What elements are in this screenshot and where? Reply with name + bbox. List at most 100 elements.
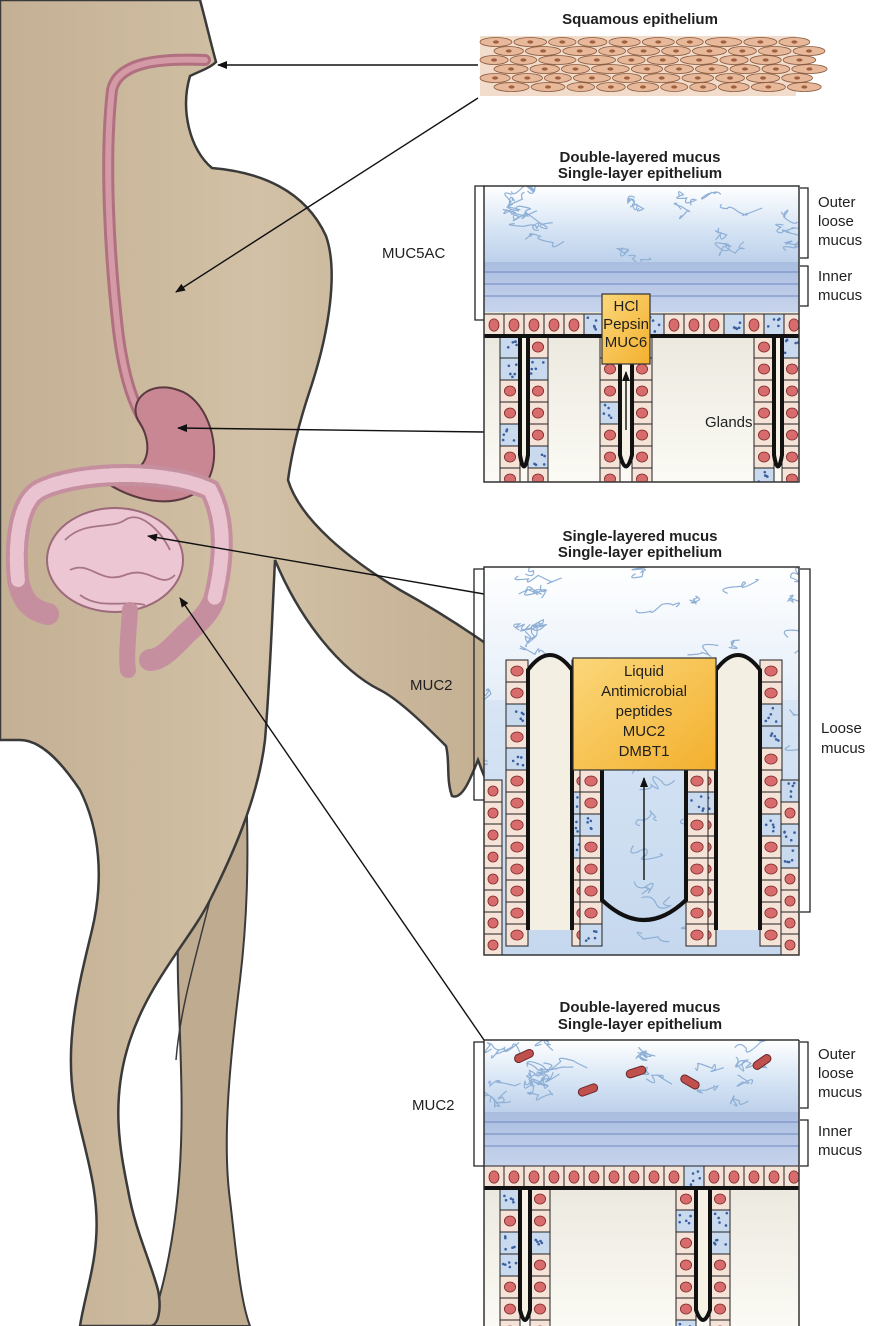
nucleus <box>636 408 647 418</box>
stomach-inner-2: mucus <box>818 287 862 304</box>
small-title-1: Single-layered mucus <box>562 528 717 545</box>
nucleus <box>569 319 579 331</box>
nucleus <box>786 408 797 418</box>
goblet-cell <box>686 792 708 814</box>
colon-inner-1: Inner <box>818 1123 852 1140</box>
squamous-nucleus <box>655 40 661 43</box>
nucleus <box>691 930 703 940</box>
small-secretion-3: peptides <box>616 703 673 720</box>
nucleus <box>680 1260 691 1270</box>
nucleus <box>680 1304 691 1314</box>
nucleus <box>680 1238 691 1248</box>
squamous-nucleus <box>493 40 499 43</box>
nucleus <box>714 1304 725 1314</box>
nucleus <box>785 808 795 818</box>
nucleus <box>534 1260 545 1270</box>
nucleus <box>765 908 777 918</box>
nucleus <box>509 1171 519 1183</box>
squamous-nucleus <box>624 76 630 79</box>
squamous-nucleus <box>540 49 546 52</box>
nucleus <box>785 874 795 884</box>
nucleus <box>629 1171 639 1183</box>
nucleus <box>758 364 769 374</box>
nucleus <box>758 408 769 418</box>
nucleus <box>785 918 795 928</box>
squamous-nucleus <box>721 40 727 43</box>
small-mucin-label: MUC2 <box>410 677 453 694</box>
goblet-cell <box>760 726 782 748</box>
nucleus <box>636 364 647 374</box>
squamous-nucleus <box>508 67 514 70</box>
goblet-cell <box>764 314 784 336</box>
nucleus <box>691 820 703 830</box>
squamous-nucleus <box>671 85 677 88</box>
nucleus <box>585 908 597 918</box>
squamous-nucleus <box>695 76 701 79</box>
stomach-mucin-label: MUC5AC <box>382 245 446 262</box>
squamous-nucleus <box>555 76 561 79</box>
goblet-cell <box>500 1232 520 1254</box>
nucleus <box>680 1194 691 1204</box>
panel-colon: Double-layered mucus Single-layer epithe… <box>412 999 862 1326</box>
nucleus <box>589 1171 599 1183</box>
nucleus <box>765 666 777 676</box>
nucleus <box>691 908 703 918</box>
nucleus <box>604 452 615 462</box>
goblet-cell <box>580 814 602 836</box>
nucleus <box>709 1171 719 1183</box>
nucleus <box>729 1171 739 1183</box>
small-secretion-1: Liquid <box>624 663 664 680</box>
nucleus <box>488 786 498 796</box>
gland-lumen <box>774 336 782 467</box>
squamous-nucleus <box>509 85 515 88</box>
epithelial-cell <box>500 1320 520 1326</box>
nucleus <box>488 830 498 840</box>
nucleus <box>534 1282 545 1292</box>
nucleus <box>511 820 523 830</box>
body-silhouette <box>0 0 516 1326</box>
nucleus <box>714 1194 725 1204</box>
squamous-nucleus <box>622 40 628 43</box>
squamous-nucleus <box>760 76 766 79</box>
nucleus <box>765 754 777 764</box>
nucleus <box>604 386 615 396</box>
colon-title-1: Double-layered mucus <box>560 999 721 1016</box>
squamous-nucleus <box>757 40 763 43</box>
nucleus <box>765 886 777 896</box>
nucleus <box>511 798 523 808</box>
stomach-glands-label: Glands <box>705 414 753 431</box>
squamous-nucleus <box>731 85 737 88</box>
nucleus <box>765 930 777 940</box>
nucleus <box>758 342 769 352</box>
nucleus <box>669 1171 679 1183</box>
nucleus <box>765 864 777 874</box>
nucleus <box>511 666 523 676</box>
small-title-2: Single-layer epithelium <box>558 544 722 561</box>
nucleus <box>758 452 769 462</box>
nucleus <box>785 940 795 950</box>
nucleus <box>534 1194 545 1204</box>
colon-mucin-label: MUC2 <box>412 1097 455 1114</box>
squamous-nucleus <box>608 85 614 88</box>
squamous-nucleus <box>806 67 812 70</box>
crypt <box>520 1188 530 1320</box>
nucleus <box>609 1171 619 1183</box>
squamous-nucleus <box>700 85 706 88</box>
nucleus <box>765 842 777 852</box>
squamous-nucleus <box>492 76 498 79</box>
small-loose-1: Loose <box>821 720 862 737</box>
squamous-nucleus <box>520 58 526 61</box>
squamous-nucleus <box>773 67 779 70</box>
colon-outer-3: mucus <box>818 1084 862 1101</box>
squamous-nucleus <box>506 49 512 52</box>
goblet-cell <box>781 824 799 846</box>
nucleus <box>786 430 797 440</box>
squamous-title: Squamous epithelium <box>562 11 718 28</box>
nucleus <box>604 430 615 440</box>
goblet-cell <box>676 1320 696 1326</box>
nucleus <box>511 908 523 918</box>
squamous-nucleus <box>687 40 693 43</box>
squamous-nucleus <box>542 67 548 70</box>
stomach-title-2: Single-layer epithelium <box>558 165 722 182</box>
gland-lumen <box>520 336 528 467</box>
